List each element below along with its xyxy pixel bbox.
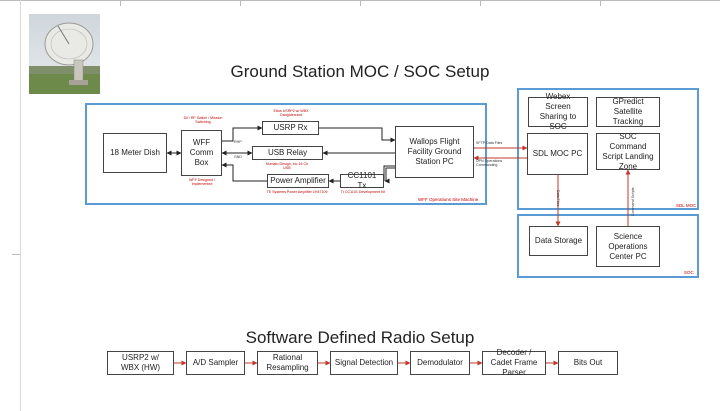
rhp-label: RHP — [234, 140, 242, 144]
signal-detection-box: Signal Detection — [330, 351, 398, 375]
sdl-moc-frame — [517, 88, 699, 210]
commanding-link-label: UPN Operations Commanding — [476, 159, 503, 168]
amplifier-note: TE Systems Power Amplifier 1H47109 — [266, 190, 328, 194]
usrp-note: Ettus USRP2 w/ WBX Daughtercard — [273, 109, 309, 118]
sdr-section-title: Software Defined Radio Setup — [245, 328, 475, 347]
bits-out-box: Bits Out — [558, 351, 618, 375]
dish-box: 18 Meter Dish — [103, 133, 167, 173]
comm-box: WFF Comm Box — [181, 130, 222, 176]
power-amplifier-box: Power Amplifier — [267, 174, 329, 188]
gpredict-box: GPredict Satellite Tracking — [596, 97, 660, 127]
wff-designed-note: WFF Designed / Implemented — [189, 178, 215, 187]
sdl-moc-pc-box: SDL MOC PC — [527, 133, 588, 175]
webex-box: Webex Screen Sharing to SOC — [528, 92, 588, 131]
page-title: Ground Station MOC / SOC Setup — [230, 62, 490, 81]
rational-resampling-box: Rational Resampling — [257, 351, 318, 375]
frame-parser-box: Decoder / Cadet Frame Parser — [482, 348, 546, 377]
command-scripts-vertical-label: Command Scripts — [631, 187, 635, 216]
landing-zone-box: SOC Command Script Landing Zone — [596, 132, 660, 171]
relay-note: Numato Design, Inc 16 Ch USB — [265, 162, 309, 171]
cc1101-box: CC1101 Tx — [340, 171, 384, 190]
rf-switch-note: Dil / RF Switch / Mission Switching — [183, 116, 223, 125]
usrp2-box: USRP2 w/ WBX (HW) — [107, 351, 174, 375]
usrp-rx-box: USRP Rx — [262, 121, 319, 135]
soc-pc-box: Science Operations Center PC — [596, 226, 660, 267]
wff-frame-label: WFF Operations Site Machine — [418, 197, 479, 202]
data-files-vertical-label: Data Files — [556, 190, 560, 207]
cc1101-note: TI CC1101 Development Kit — [340, 190, 386, 194]
sdl-frame-label: SDL MOC — [676, 203, 697, 208]
satellite-dish-photo — [29, 14, 100, 94]
data-storage-box: Data Storage — [529, 226, 588, 256]
soc-frame-label: SOC — [684, 270, 694, 275]
soc-frame — [517, 214, 699, 278]
usb-relay-box: USB Relay — [252, 146, 323, 160]
wff-operations-frame — [85, 103, 487, 205]
ad-sampler-box: A/D Sampler — [186, 351, 245, 375]
gnd-label: GND — [234, 155, 242, 159]
wallops-pc-box: Wallops Flight Facility Ground Station P… — [395, 126, 474, 178]
demodulator-box: Demodulator — [410, 351, 470, 375]
data-files-link-label: SFTP Data Files — [476, 141, 503, 145]
